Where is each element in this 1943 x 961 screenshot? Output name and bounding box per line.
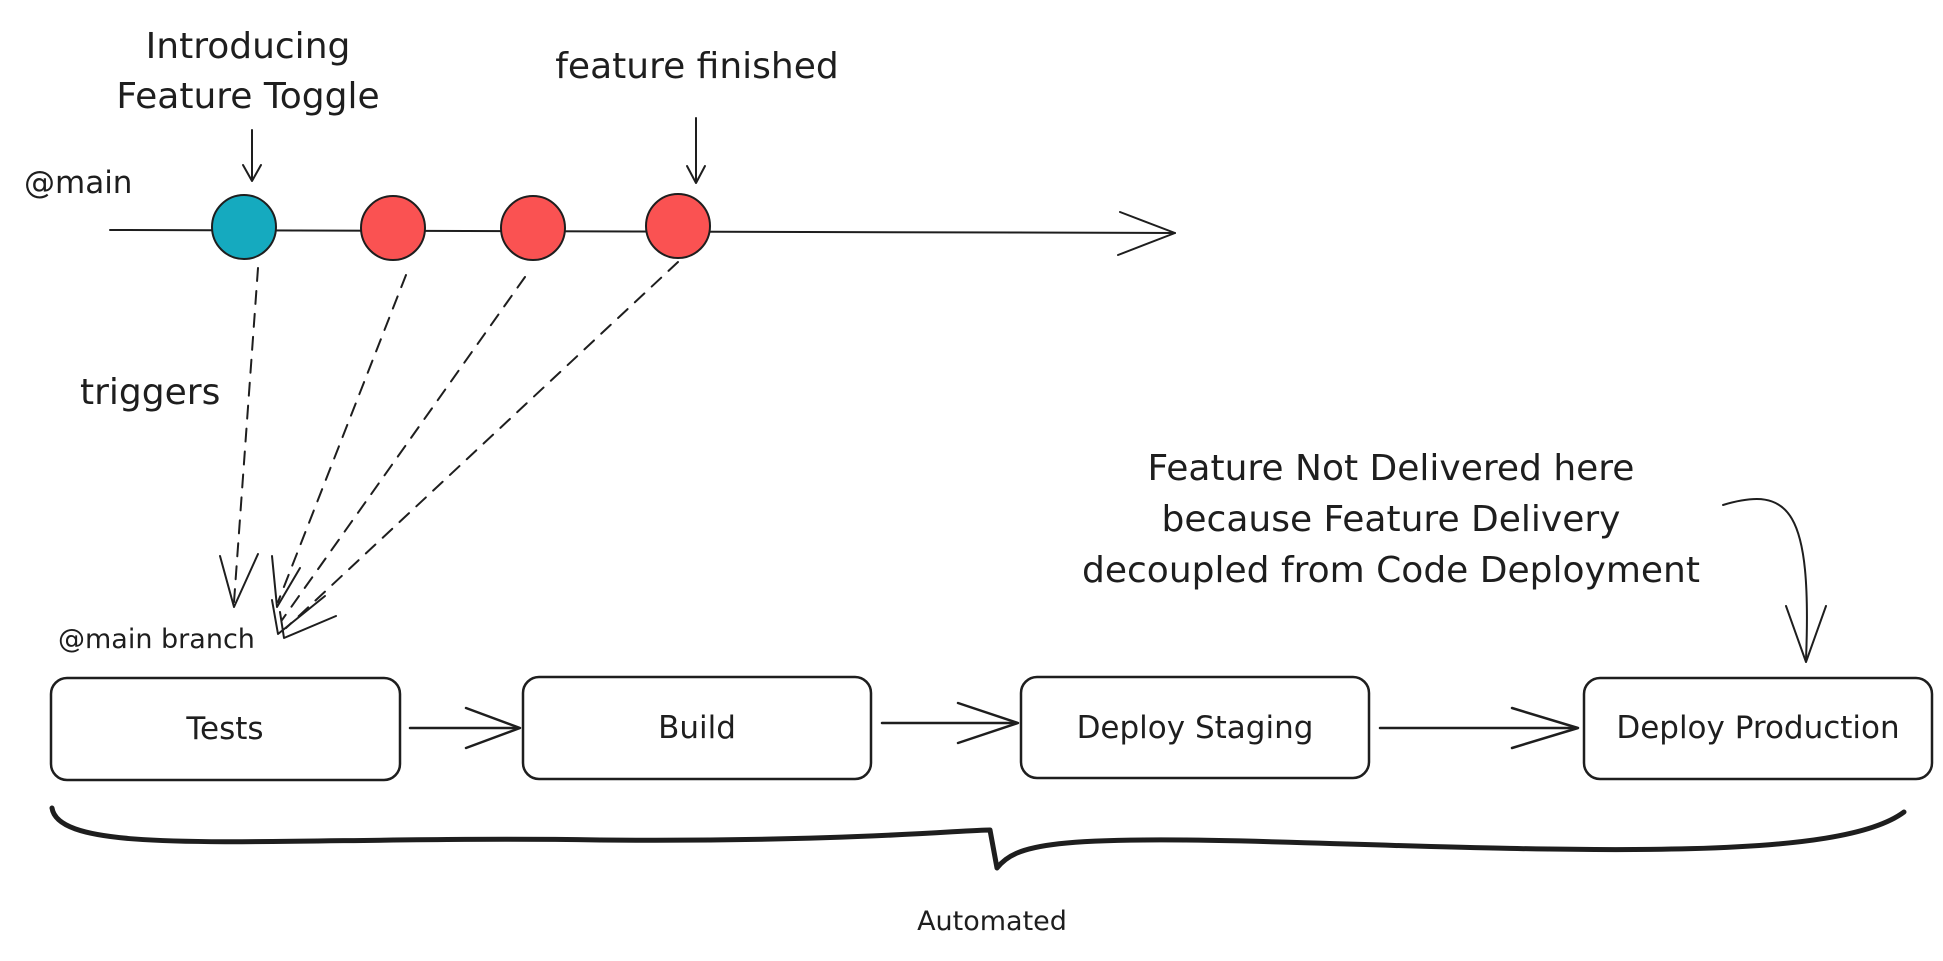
- stage-deploy-staging-label: Deploy Staging: [1077, 710, 1314, 746]
- pipeline-branch-label: @main branch: [58, 624, 255, 655]
- triggers-label: triggers: [80, 372, 220, 413]
- stage-arrow-staging-production: [1378, 706, 1580, 750]
- note-line-3: decoupled from Code Deployment: [1082, 550, 1700, 591]
- stage-build-box: [521, 675, 873, 781]
- note-line-1: Feature Not Delivered here: [1148, 448, 1635, 489]
- toggle-annotation-line1: Introducing: [146, 26, 351, 67]
- main-branch-timeline: [109, 211, 1176, 256]
- automated-brace: [49, 805, 1907, 871]
- stage-build-label: Build: [658, 710, 736, 746]
- note-pointer-arrow: [1722, 498, 1827, 663]
- automated-label: Automated: [917, 906, 1067, 937]
- toggle-pointer-arrow: [242, 129, 262, 182]
- stage-arrow-build-staging: [880, 701, 1020, 745]
- feature-commit-dot: [360, 195, 426, 261]
- branch-label: @main: [24, 165, 132, 201]
- finished-annotation: feature finished: [555, 46, 838, 87]
- note-line-2: because Feature Delivery: [1162, 499, 1621, 540]
- toggle-annotation-line2: Feature Toggle: [116, 76, 379, 117]
- stage-tests-label: Tests: [185, 711, 263, 747]
- stage-tests-box: [49, 676, 402, 782]
- trigger-lines: [233, 261, 679, 629]
- finished-pointer-arrow: [686, 117, 706, 184]
- feature-finished-commit-dot: [645, 193, 711, 259]
- feature-commit-dot: [500, 195, 566, 261]
- trigger-arrowheads: [219, 553, 337, 639]
- stage-deploy-production-box: [1582, 676, 1934, 781]
- stage-deploy-production-label: Deploy Production: [1616, 710, 1899, 746]
- toggle-commit-dot: [211, 194, 277, 260]
- stage-deploy-staging-box: [1019, 675, 1371, 780]
- stage-arrow-tests-build: [408, 706, 522, 750]
